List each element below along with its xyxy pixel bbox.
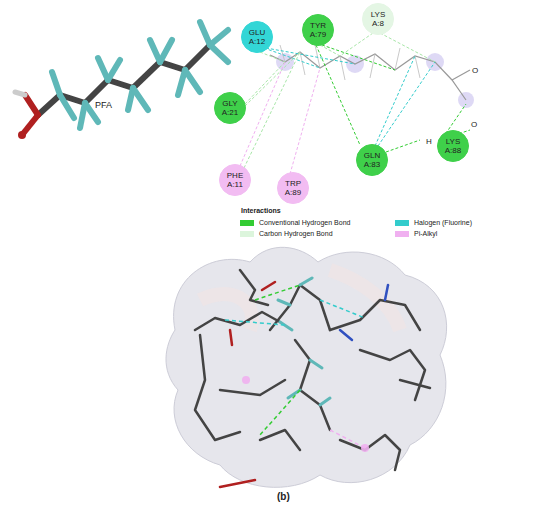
residue-label: GLU A:12 [245, 28, 269, 46]
residue-label: GLY A:21 [218, 99, 242, 117]
panel-label: (b) [276, 491, 291, 502]
residue-circle: GLU A:12 [241, 21, 273, 53]
legend-text: Halogen (Fluorine) [414, 219, 472, 226]
residue-circle: GLN A:83 [356, 144, 388, 176]
legend-text: Conventional Hydrogen Bond [259, 219, 350, 226]
legend-entry: Pi-Alkyl [395, 230, 437, 237]
legend-swatch [395, 220, 409, 226]
molecule-model [15, 22, 228, 139]
residue-circle: LYS A:88 [437, 130, 469, 162]
legend-text: Carbon Hydrogen Bond [259, 230, 333, 237]
residue-circle: TYR A:79 [302, 14, 334, 46]
residue-circle: GLY A:21 [214, 92, 246, 124]
legend-entry: Conventional Hydrogen Bond [240, 219, 350, 226]
legend-text: Pi-Alkyl [414, 230, 437, 237]
residue-label: TRP A:89 [281, 179, 305, 197]
molecule-name: PFA [94, 100, 113, 110]
legend-entry: Carbon Hydrogen Bond [240, 230, 333, 237]
residue-label: TYR A:79 [306, 21, 330, 39]
residue-label: LYS A:8 [366, 10, 390, 28]
legend-swatch [240, 220, 254, 226]
atom-label: O [470, 120, 478, 129]
legend-swatch [240, 231, 254, 237]
residue-circle: LYS A:8 [362, 3, 394, 35]
interaction-lines [240, 33, 470, 174]
residue-label: GLN A:83 [360, 151, 384, 169]
legend-entry: Halogen (Fluorine) [395, 219, 472, 226]
atom-label: O [471, 66, 479, 75]
legend-heading: Interactions [240, 207, 282, 214]
atom-label: H [425, 137, 433, 146]
residue-circle: PHE A:11 [219, 164, 251, 196]
residue-label: LYS A:88 [441, 137, 465, 155]
residue-circle: TRP A:89 [277, 172, 309, 204]
residue-label: PHE A:11 [223, 171, 247, 189]
protein-surface-view [166, 247, 447, 487]
legend-swatch [395, 231, 409, 237]
